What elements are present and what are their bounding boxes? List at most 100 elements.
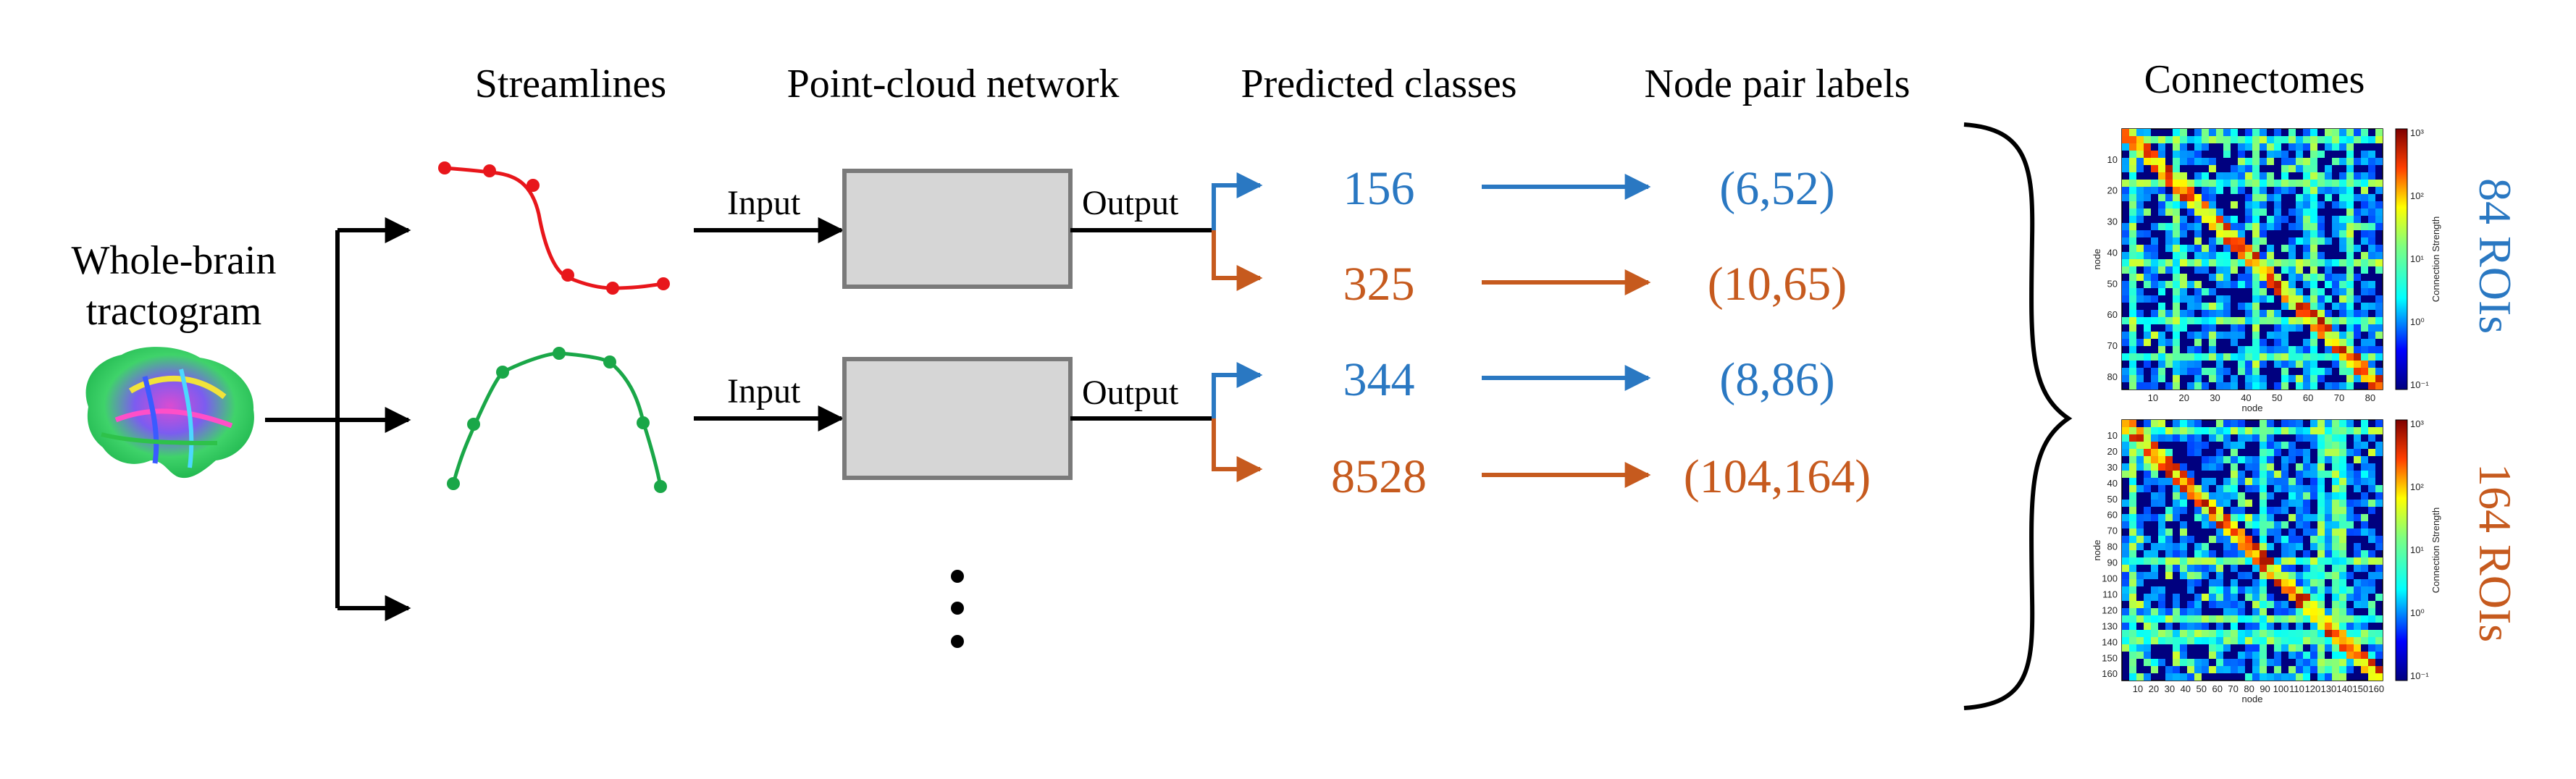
- matrix-cell: [2173, 478, 2180, 485]
- y-tick-label: 140: [2102, 636, 2118, 647]
- matrix-cell: [2194, 543, 2202, 550]
- matrix-cell: [2252, 594, 2260, 601]
- matrix-cell: [2325, 353, 2332, 361]
- matrix-cell: [2332, 143, 2339, 151]
- matrix-cell: [2216, 303, 2223, 310]
- matrix-cell: [2187, 346, 2194, 353]
- matrix-cell: [2310, 659, 2317, 666]
- matrix-cell: [2303, 637, 2310, 644]
- matrix-cell: [2260, 608, 2267, 615]
- matrix-cell: [2252, 346, 2260, 353]
- matrix-cell: [2281, 317, 2288, 324]
- streamline-point: [553, 347, 566, 360]
- matrix-cell: [2339, 492, 2346, 500]
- matrix-cell: [2223, 550, 2231, 557]
- matrix-cell: [2260, 557, 2267, 565]
- matrix-cell: [2180, 485, 2187, 492]
- matrix-cell: [2129, 673, 2136, 681]
- matrix-cell: [2354, 456, 2361, 463]
- matrix-cell: [2202, 514, 2209, 521]
- matrix-cell: [2368, 382, 2375, 390]
- matrix-cell: [2339, 572, 2346, 579]
- matrix-cell: [2216, 223, 2223, 230]
- matrix-cell: [2231, 557, 2238, 565]
- matrix-cell: [2288, 375, 2296, 382]
- matrix-cell: [2231, 223, 2238, 230]
- matrix-cell: [2202, 368, 2209, 375]
- matrix-cell: [2260, 317, 2267, 324]
- matrix-cell: [2122, 281, 2129, 288]
- matrix-cell: [2346, 630, 2354, 637]
- matrix-cell: [2252, 259, 2260, 266]
- matrix-cell: [2325, 274, 2332, 281]
- matrix-cell: [2361, 652, 2368, 659]
- matrix-cell: [2223, 303, 2231, 310]
- matrix-cell: [2231, 514, 2238, 521]
- matrix-cell: [2151, 666, 2158, 673]
- matrix-cell: [2187, 281, 2194, 288]
- matrix-cell: [2310, 266, 2317, 274]
- matrix-cell: [2144, 136, 2151, 143]
- matrix-cell: [2144, 252, 2151, 259]
- matrix-cell: [2223, 485, 2231, 492]
- matrix-cell: [2158, 317, 2165, 324]
- matrix-cell: [2375, 594, 2383, 601]
- matrix-cell: [2260, 353, 2267, 361]
- matrix-cell: [2274, 259, 2281, 266]
- matrix-cell: [2288, 223, 2296, 230]
- matrix-cell: [2252, 187, 2260, 194]
- matrix-cell: [2165, 608, 2173, 615]
- matrix-cell: [2288, 361, 2296, 368]
- matrix-cell: [2238, 659, 2245, 666]
- matrix-cell: [2194, 136, 2202, 143]
- matrix-cell: [2260, 442, 2267, 449]
- matrix-cell: [2173, 500, 2180, 507]
- matrix-cell: [2361, 565, 2368, 572]
- matrix-cell: [2180, 673, 2187, 681]
- matrix-cell: [2209, 514, 2216, 521]
- matrix-cell: [2151, 368, 2158, 375]
- matrix-cell: [2260, 630, 2267, 637]
- matrix-cell: [2252, 230, 2260, 237]
- matrix-cell: [2317, 586, 2325, 594]
- matrix-cell: [2216, 187, 2223, 194]
- matrix-cell: [2144, 608, 2151, 615]
- matrix-cell: [2165, 310, 2173, 317]
- matrix-cell: [2202, 659, 2209, 666]
- matrix-cell: [2354, 361, 2361, 368]
- matrix-cell: [2317, 492, 2325, 500]
- matrix-cell: [2129, 129, 2136, 136]
- matrix-cell: [2296, 266, 2303, 274]
- matrix-cell: [2317, 456, 2325, 463]
- matrix-cell: [2354, 209, 2361, 216]
- matrix-cell: [2325, 514, 2332, 521]
- matrix-cell: [2361, 594, 2368, 601]
- matrix-cell: [2325, 492, 2332, 500]
- matrix-cell: [2238, 615, 2245, 623]
- matrix-cell: [2122, 143, 2129, 151]
- matrix-cell: [2375, 252, 2383, 259]
- matrix-cell: [2216, 317, 2223, 324]
- matrix-cell: [2317, 375, 2325, 382]
- matrix-cell: [2165, 245, 2173, 252]
- matrix-cell: [2209, 434, 2216, 442]
- matrix-cell: [2252, 644, 2260, 652]
- matrix-cell: [2332, 644, 2339, 652]
- matrix-cell: [2339, 478, 2346, 485]
- matrix-cell: [2223, 382, 2231, 390]
- matrix-cell: [2238, 303, 2245, 310]
- matrix-cell: [2267, 346, 2274, 353]
- matrix-cell: [2209, 637, 2216, 644]
- matrix-cell: [2238, 434, 2245, 442]
- matrix-cell: [2158, 266, 2165, 274]
- matrix-cell: [2165, 463, 2173, 471]
- matrix-cell: [2339, 180, 2346, 187]
- matrix-cell: [2317, 274, 2325, 281]
- matrix-cell: [2194, 623, 2202, 630]
- matrix-cell: [2346, 310, 2354, 317]
- matrix-cell: [2368, 630, 2375, 637]
- matrix-cell: [2361, 659, 2368, 666]
- matrix-cell: [2296, 449, 2303, 456]
- matrix-cell: [2310, 237, 2317, 245]
- y-tick-label: 100: [2102, 573, 2118, 584]
